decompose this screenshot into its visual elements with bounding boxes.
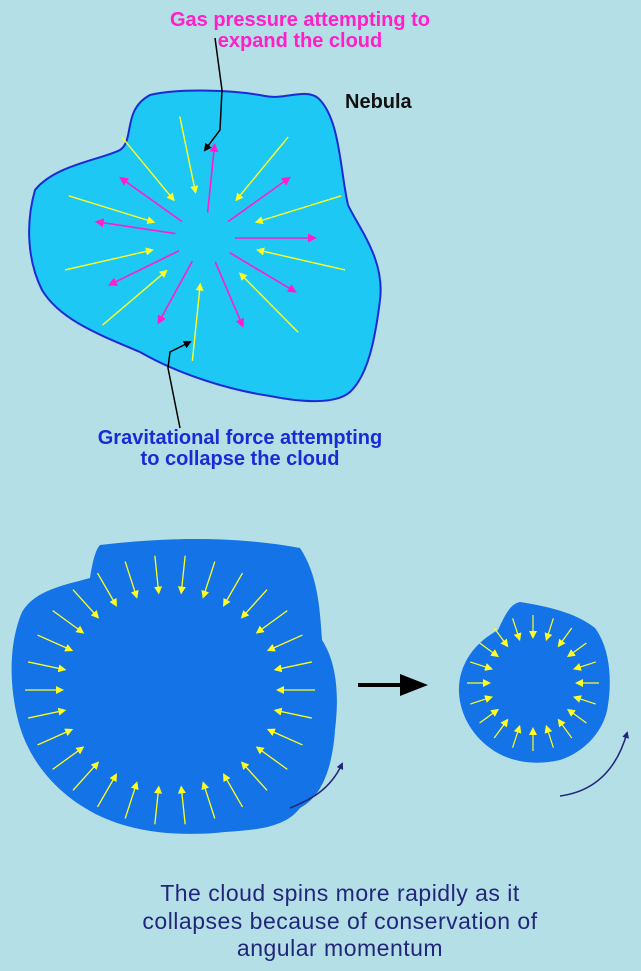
caption-line2: collapses because of conservation of xyxy=(80,908,600,936)
gravity-label: Gravitational force attempting to collap… xyxy=(20,428,460,470)
caption-line1: The cloud spins more rapidly as it xyxy=(80,880,600,908)
collapsing-cloud-large xyxy=(12,539,337,834)
caption-line3: angular momentum xyxy=(80,935,600,963)
gas-pressure-label-line2: expand the cloud xyxy=(150,31,450,52)
nebula-cloud xyxy=(29,91,381,402)
gravity-label-line1: Gravitational force attempting xyxy=(20,428,460,449)
caption: The cloud spins more rapidly as it colla… xyxy=(80,880,600,963)
gravity-label-line2: to collapse the cloud xyxy=(20,449,460,470)
gas-pressure-label: Gas pressure attempting to expand the cl… xyxy=(150,10,450,52)
collapsing-cloud-small xyxy=(459,602,610,763)
gas-pressure-label-line1: Gas pressure attempting to xyxy=(150,10,450,31)
transition-arrow xyxy=(358,674,428,696)
nebula-label: Nebula xyxy=(345,92,412,113)
